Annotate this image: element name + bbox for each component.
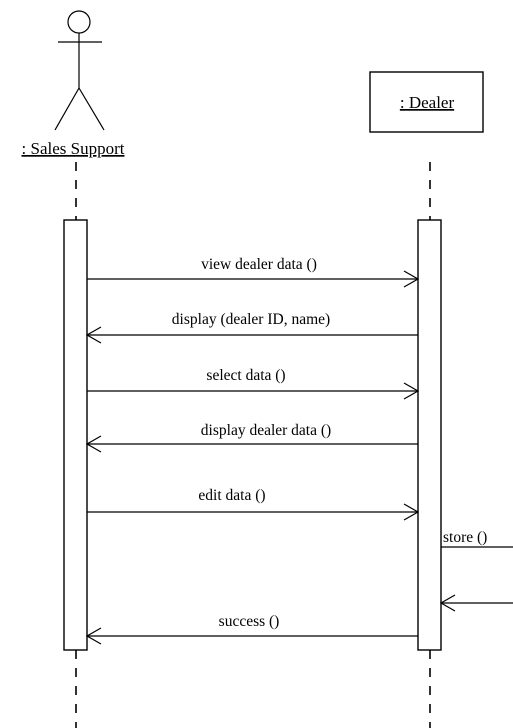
message-label: store () xyxy=(443,529,487,546)
actor-figure xyxy=(54,10,105,131)
message-label: display dealer data () xyxy=(201,422,331,439)
message-edit-data: edit data () xyxy=(87,487,420,521)
arrowhead-right-icon xyxy=(403,382,420,400)
arrowhead-right-icon xyxy=(403,503,420,521)
message-display-dealer-data: display dealer data () xyxy=(85,422,418,453)
actor-left-leg xyxy=(54,87,80,131)
actor-label: : Sales Support xyxy=(22,139,125,158)
actor-activation-bar xyxy=(63,219,88,651)
message-label: success () xyxy=(219,613,280,630)
message-label: view dealer data () xyxy=(201,256,317,273)
message-view-dealer-data: view dealer data () xyxy=(87,256,420,288)
arrowhead-left-icon xyxy=(85,435,102,453)
arrowhead-left-icon xyxy=(85,326,102,344)
message-display-dealer-id-name: display (dealer ID, name) xyxy=(85,311,418,344)
message-label: display (dealer ID, name) xyxy=(172,311,330,328)
actor-head xyxy=(67,10,91,34)
dealer-activation-bar xyxy=(417,219,442,651)
actor-right-leg xyxy=(78,87,105,131)
message-store: store () xyxy=(439,529,513,612)
arrowhead-left-icon xyxy=(85,627,102,645)
dealer-object-label: : Dealer xyxy=(400,93,455,112)
arrowhead-left-icon xyxy=(439,594,456,612)
message-label: edit data () xyxy=(198,487,265,504)
message-success: success () xyxy=(85,613,418,645)
dealer-object-box xyxy=(369,71,484,133)
message-select-data: select data () xyxy=(87,367,420,400)
message-label: select data () xyxy=(206,367,285,384)
arrowhead-right-icon xyxy=(403,270,420,288)
